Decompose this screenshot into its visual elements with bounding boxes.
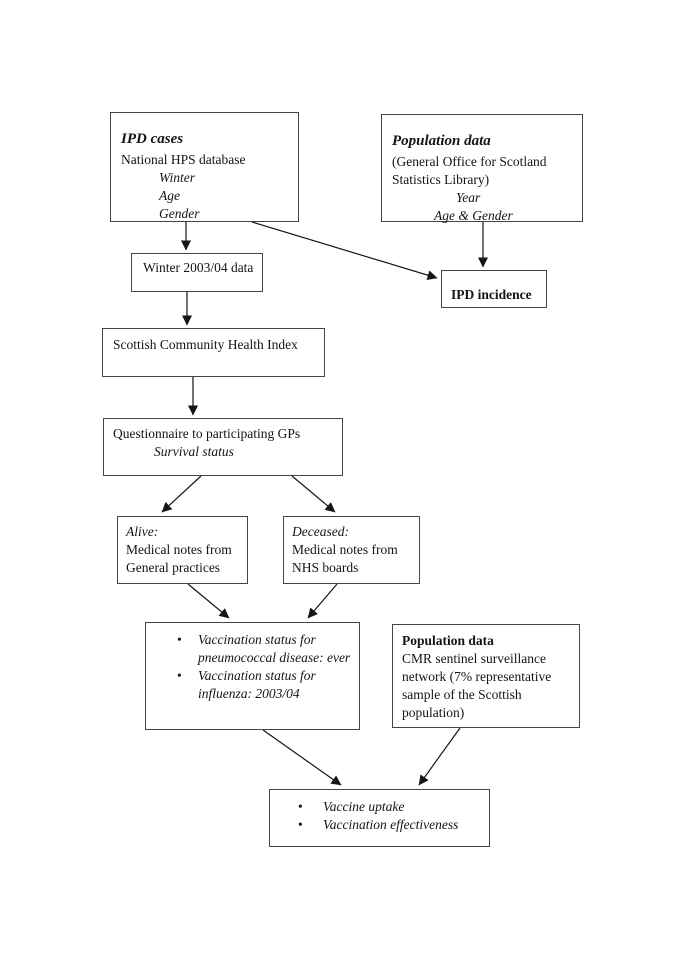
node-item: Winter [159, 170, 195, 185]
node-label: Winter 2003/04 data [143, 260, 254, 275]
node-population-data-cmr: Population data CMR sentinel surveillanc… [392, 624, 580, 728]
node-population-data-source: Population data (General Office for Scot… [381, 114, 583, 223]
node-label: Questionnaire to participating GPs [113, 426, 301, 441]
node-label: IPD incidence [451, 287, 532, 302]
node-vaccination-status: Vaccination status for pneumococcal dise… [145, 622, 360, 730]
node-questionnaire-gps: Questionnaire to participating GPs Survi… [103, 418, 343, 476]
node-subtitle: (General Office for Scotland Statistics … [392, 154, 547, 187]
node-body: CMR sentinel surveillance network (7% re… [402, 651, 552, 720]
node-alive: Alive: Medical notes from General practi… [117, 516, 248, 584]
node-note: Survival status [154, 444, 234, 459]
node-title: Deceased: [292, 524, 349, 539]
arrow-questionnaire-to-deceased [291, 475, 336, 513]
node-winter-2003-04-data: Winter 2003/04 data [131, 253, 263, 292]
node-ipd-incidence: IPD incidence [441, 270, 547, 308]
node-label: Scottish Community Health Index [113, 337, 298, 352]
node-item: Year [456, 190, 481, 205]
node-item: Age & Gender [434, 208, 513, 223]
node-outcomes: Vaccine uptake Vaccination effectiveness [269, 789, 490, 847]
arrow-deceased-to-vaccstatus [307, 583, 338, 619]
node-deceased: Deceased: Medical notes from NHS boards [283, 516, 420, 584]
bullet-item: Vaccination effectiveness [270, 816, 483, 834]
node-title: IPD cases [121, 131, 184, 147]
node-title: Population data [402, 633, 494, 648]
bullet-item: Vaccination status for pneumococcal dise… [146, 631, 353, 667]
node-ipd-cases: IPD cases National HPS database Winter A… [110, 112, 299, 222]
arrow-vaccstatus-to-outcomes [262, 729, 342, 786]
arrow-alive-to-vaccstatus [187, 583, 230, 619]
node-subtitle: National HPS database [121, 152, 246, 167]
node-title: Population data [392, 133, 491, 149]
bullet-item: Vaccination status for influenza: 2003/0… [146, 667, 353, 703]
node-scottish-community-health-index: Scottish Community Health Index [102, 328, 325, 377]
bullet-item: Vaccine uptake [270, 798, 483, 816]
node-item: Age [159, 188, 180, 203]
arrow-cmr-to-outcomes [418, 727, 461, 786]
node-body: Medical notes from NHS boards [292, 542, 398, 575]
node-title: Alive: [126, 524, 159, 539]
node-body: Medical notes from General practices [126, 542, 232, 575]
arrow-questionnaire-to-alive [161, 475, 202, 513]
node-item: Gender [159, 206, 200, 221]
arrow-ipdcases-to-ipdincidence [251, 221, 438, 281]
